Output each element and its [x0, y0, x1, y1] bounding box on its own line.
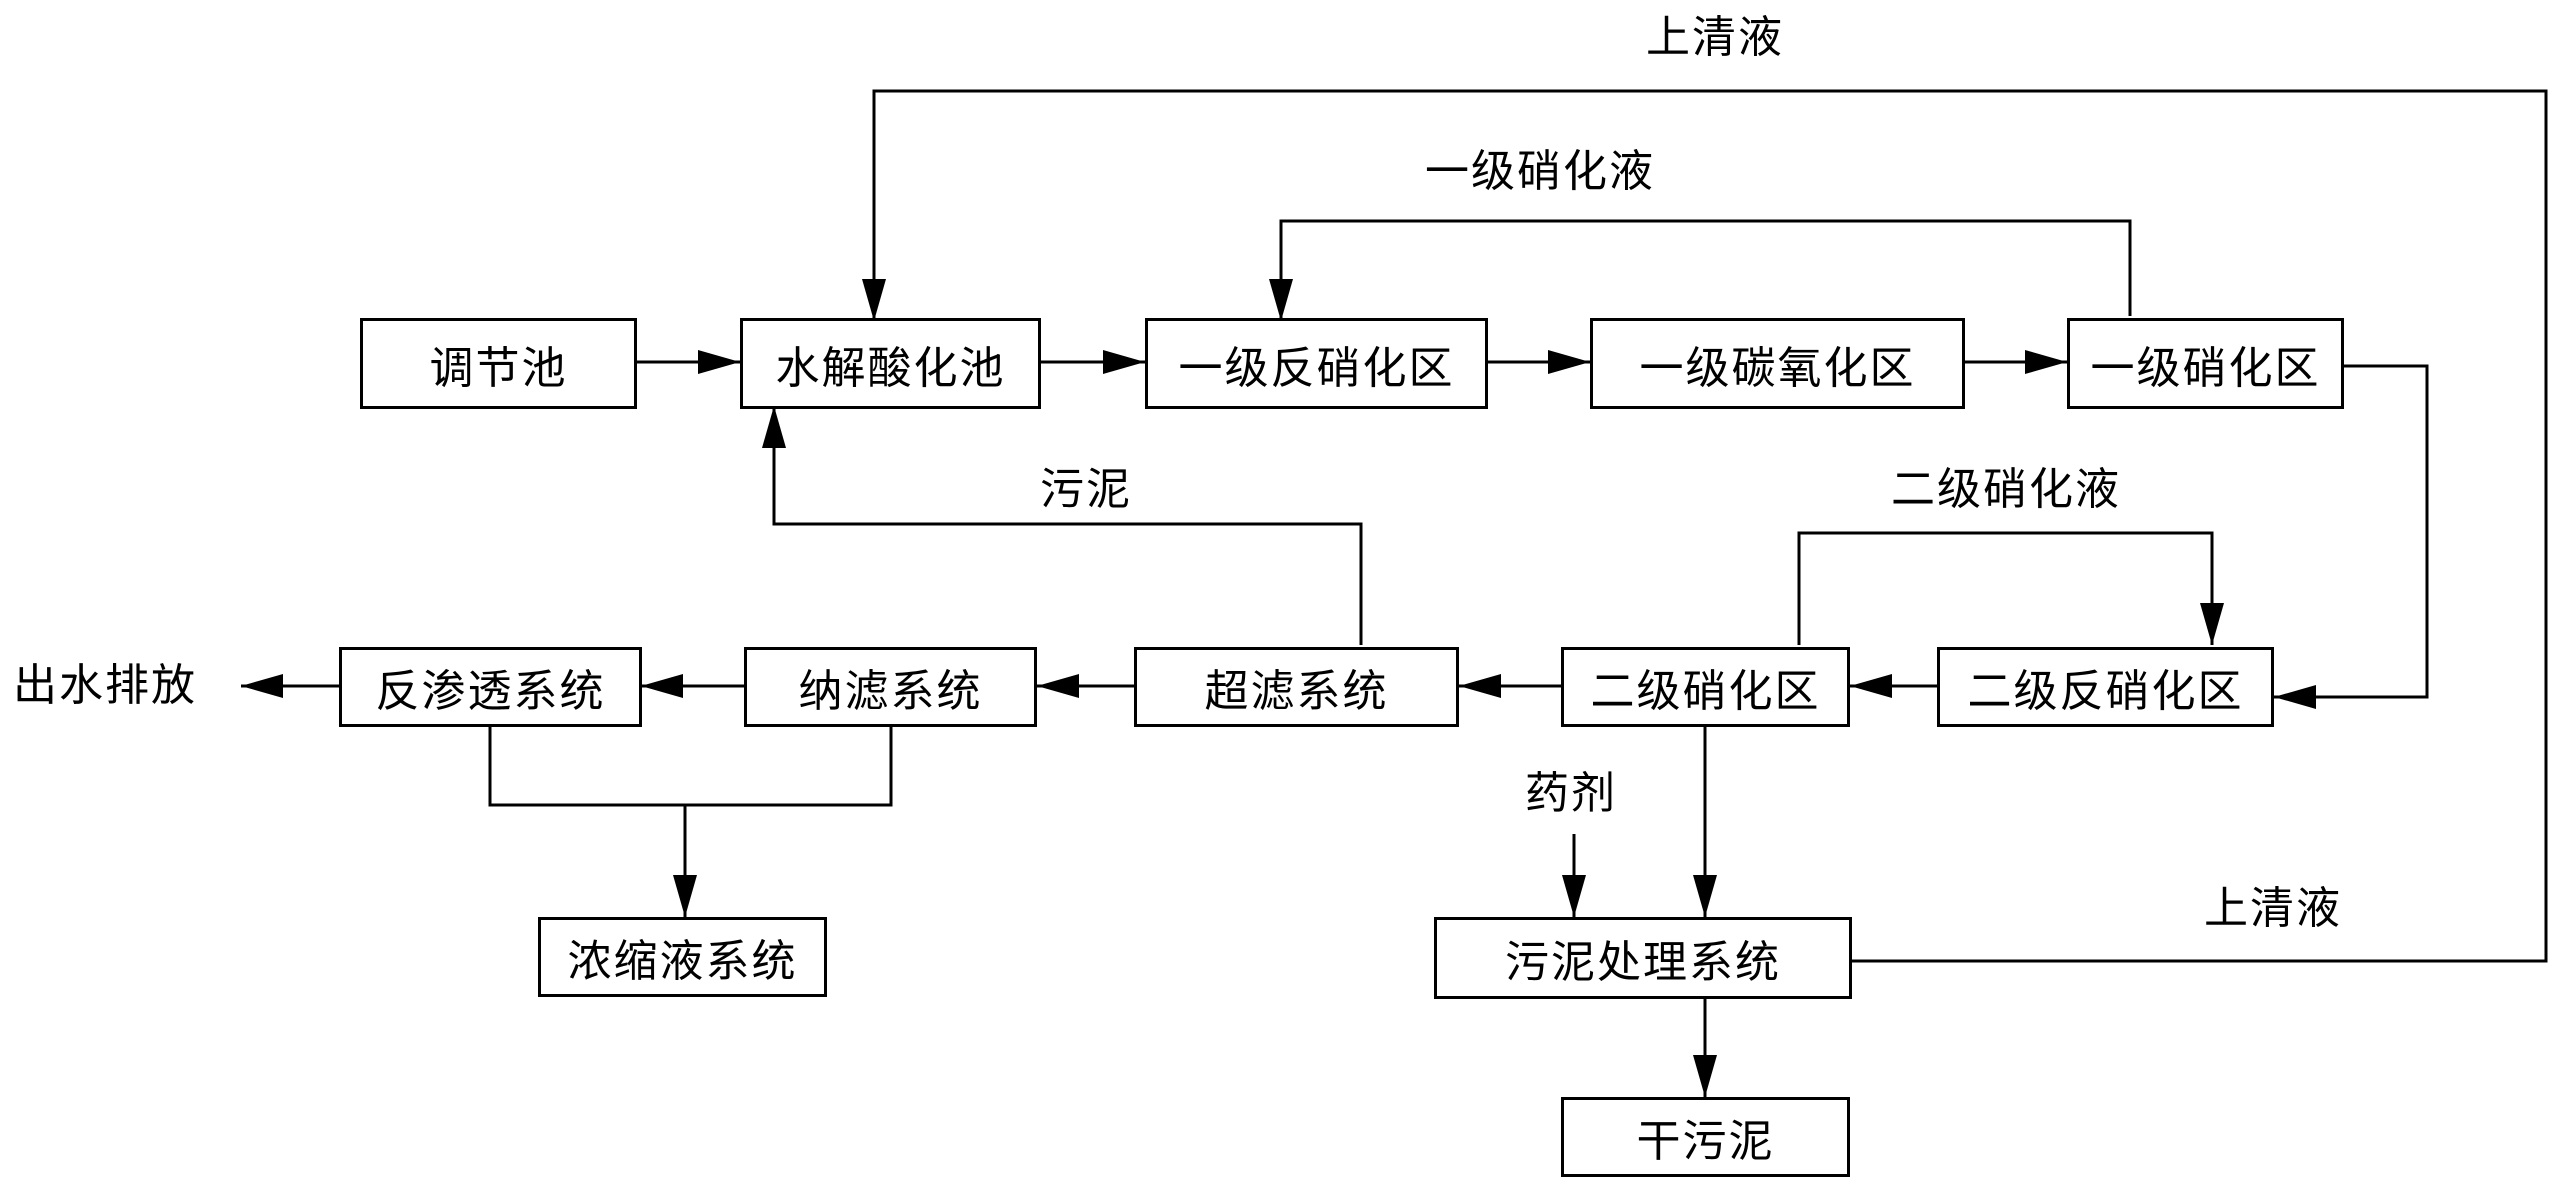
box-nalv: 纳滤系统 — [744, 647, 1037, 727]
arrowhead — [1459, 674, 1501, 698]
arrowhead — [698, 350, 740, 374]
box-yiji-fanxiaohua: 一级反硝化区 — [1145, 318, 1488, 409]
arrowhead — [2025, 350, 2067, 374]
arrowhead — [1693, 1055, 1717, 1097]
concentrate-merge — [488, 727, 893, 807]
recycle-yiji-xiaohuaye — [1279, 219, 2132, 321]
arrowhead — [2200, 603, 2224, 645]
box-erji-xiaohua: 二级硝化区 — [1561, 647, 1850, 727]
box-wuni-chuli: 污泥处理系统 — [1434, 917, 1852, 999]
arrowhead — [1103, 350, 1145, 374]
recycle-erji-xiaohuaye — [1797, 531, 2214, 645]
label-shangqingye-top: 上清液 — [1646, 12, 1784, 63]
arrowhead — [762, 406, 786, 448]
label-chushui-paifang: 出水排放 — [13, 660, 197, 711]
box-yiji-xiaohua: 一级硝化区 — [2067, 318, 2344, 409]
arrowhead — [1548, 350, 1590, 374]
arrowhead — [2274, 685, 2316, 709]
arrowhead — [641, 674, 683, 698]
arrowhead — [862, 279, 886, 321]
box-shuijie-suanhua: 水解酸化池 — [740, 318, 1041, 409]
box-gan-wuni: 干污泥 — [1561, 1097, 1850, 1177]
return-shangqingye — [872, 89, 2548, 963]
label-yaoji: 药剂 — [1525, 768, 1617, 819]
arrowhead — [1562, 875, 1586, 917]
box-nongsuoye: 浓缩液系统 — [538, 917, 827, 997]
box-fanshentou: 反渗透系统 — [339, 647, 642, 727]
flow-yiji-xiaohua-to-erji-fanxiaohua — [2274, 364, 2429, 699]
box-chaolv: 超滤系统 — [1134, 647, 1459, 727]
label-yiji-xiaohuaye: 一级硝化液 — [1425, 146, 1655, 197]
arrowhead — [1037, 674, 1079, 698]
label-erji-xiaohuaye: 二级硝化液 — [1891, 464, 2121, 515]
arrowhead — [1693, 875, 1717, 917]
arrowhead — [1269, 279, 1293, 321]
label-wuni: 污泥 — [1040, 464, 1132, 515]
arrowhead — [673, 875, 697, 917]
arrowhead — [241, 674, 283, 698]
box-erji-fanxiaohua: 二级反硝化区 — [1937, 647, 2274, 727]
return-wuni — [772, 406, 1363, 645]
arrowhead — [1850, 674, 1892, 698]
box-tiaojiechi: 调节池 — [360, 318, 637, 409]
label-shangqingye-right: 上清液 — [2204, 883, 2342, 934]
box-yiji-tanyanghua: 一级碳氧化区 — [1590, 318, 1965, 409]
